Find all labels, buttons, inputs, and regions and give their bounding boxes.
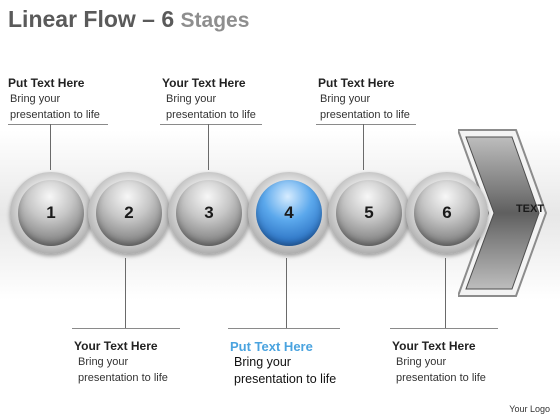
callout-top-1-line2: presentation to life [10, 109, 100, 121]
stage-3-sphere [176, 180, 242, 246]
stage-6-sphere [414, 180, 480, 246]
callout-bottom-3-line2: presentation to life [396, 372, 486, 384]
callout-bottom-2: Put Text Here Bring your presentation to… [230, 339, 336, 388]
leader-bottom-2-h [228, 328, 340, 329]
chevron-arrow-icon [458, 129, 548, 297]
stage-6-number: 6 [442, 203, 452, 222]
leader-top-1-h [8, 124, 108, 125]
callout-top-3-line1: Bring your [320, 93, 371, 105]
callout-top-2: Your Text Here Bring your presentation t… [162, 76, 256, 123]
stage-5-number: 5 [364, 203, 374, 222]
stage-1-sphere [18, 180, 84, 246]
stage-5: 5 [328, 172, 410, 254]
callout-top-2-line1: Bring your [166, 93, 217, 105]
leader-top-3-v [363, 124, 364, 170]
leader-bottom-3-h [390, 328, 498, 329]
leader-bottom-3-v [445, 258, 446, 328]
stage-1-number: 1 [46, 203, 56, 222]
stage-1: 1 [10, 172, 92, 254]
leader-top-2-h [160, 124, 262, 125]
leader-top-1-v [50, 124, 51, 170]
diagram-title: Linear Flow – 6 Stages [8, 2, 249, 38]
stage-5-sphere [336, 180, 402, 246]
leader-top-3-h [316, 124, 416, 125]
stage-4: 4 [248, 172, 330, 254]
callout-bottom-1-line2: presentation to life [78, 372, 168, 384]
callout-top-2-title: Your Text Here [162, 76, 246, 90]
stage-3-number: 3 [204, 203, 214, 222]
stage-3: 3 [168, 172, 250, 254]
callout-bottom-3-line1: Bring your [396, 356, 447, 368]
stage-4-number: 4 [284, 203, 294, 222]
leader-bottom-2-v [286, 258, 287, 328]
leader-bottom-1-h [72, 328, 180, 329]
callout-top-1-line1: Bring your [10, 93, 61, 105]
callout-bottom-1: Your Text Here Bring your presentation t… [74, 339, 168, 386]
title-main: Linear Flow – 6 [8, 6, 175, 32]
stage-2-number: 2 [124, 203, 134, 222]
callout-top-3: Put Text Here Bring your presentation to… [318, 76, 410, 123]
callout-top-1-title: Put Text Here [8, 76, 85, 90]
callout-top-2-line2: presentation to life [166, 109, 256, 121]
logo-placeholder: Your Logo [509, 404, 550, 414]
callout-top-1: Put Text Here Bring your presentation to… [8, 76, 100, 123]
callout-top-3-title: Put Text Here [318, 76, 395, 90]
stage-2-sphere [96, 180, 162, 246]
callout-bottom-3: Your Text Here Bring your presentation t… [392, 339, 486, 386]
title-sub: Stages [180, 9, 250, 32]
leader-bottom-1-v [125, 258, 126, 328]
callout-bottom-2-title: Put Text Here [230, 339, 313, 354]
callout-top-3-line2: presentation to life [320, 109, 410, 121]
stage-2: 2 [88, 172, 170, 254]
callout-bottom-1-line1: Bring your [78, 356, 129, 368]
stage-4-sphere [256, 180, 322, 246]
callout-bottom-3-title: Your Text Here [392, 339, 476, 353]
callout-bottom-2-line2: presentation to life [234, 372, 337, 386]
stage-6: 6 [406, 172, 488, 254]
callout-bottom-1-title: Your Text Here [74, 339, 158, 353]
callout-bottom-2-line1: Bring your [234, 355, 291, 369]
arrow-label: TEXT [515, 203, 545, 215]
leader-top-2-v [208, 124, 209, 170]
